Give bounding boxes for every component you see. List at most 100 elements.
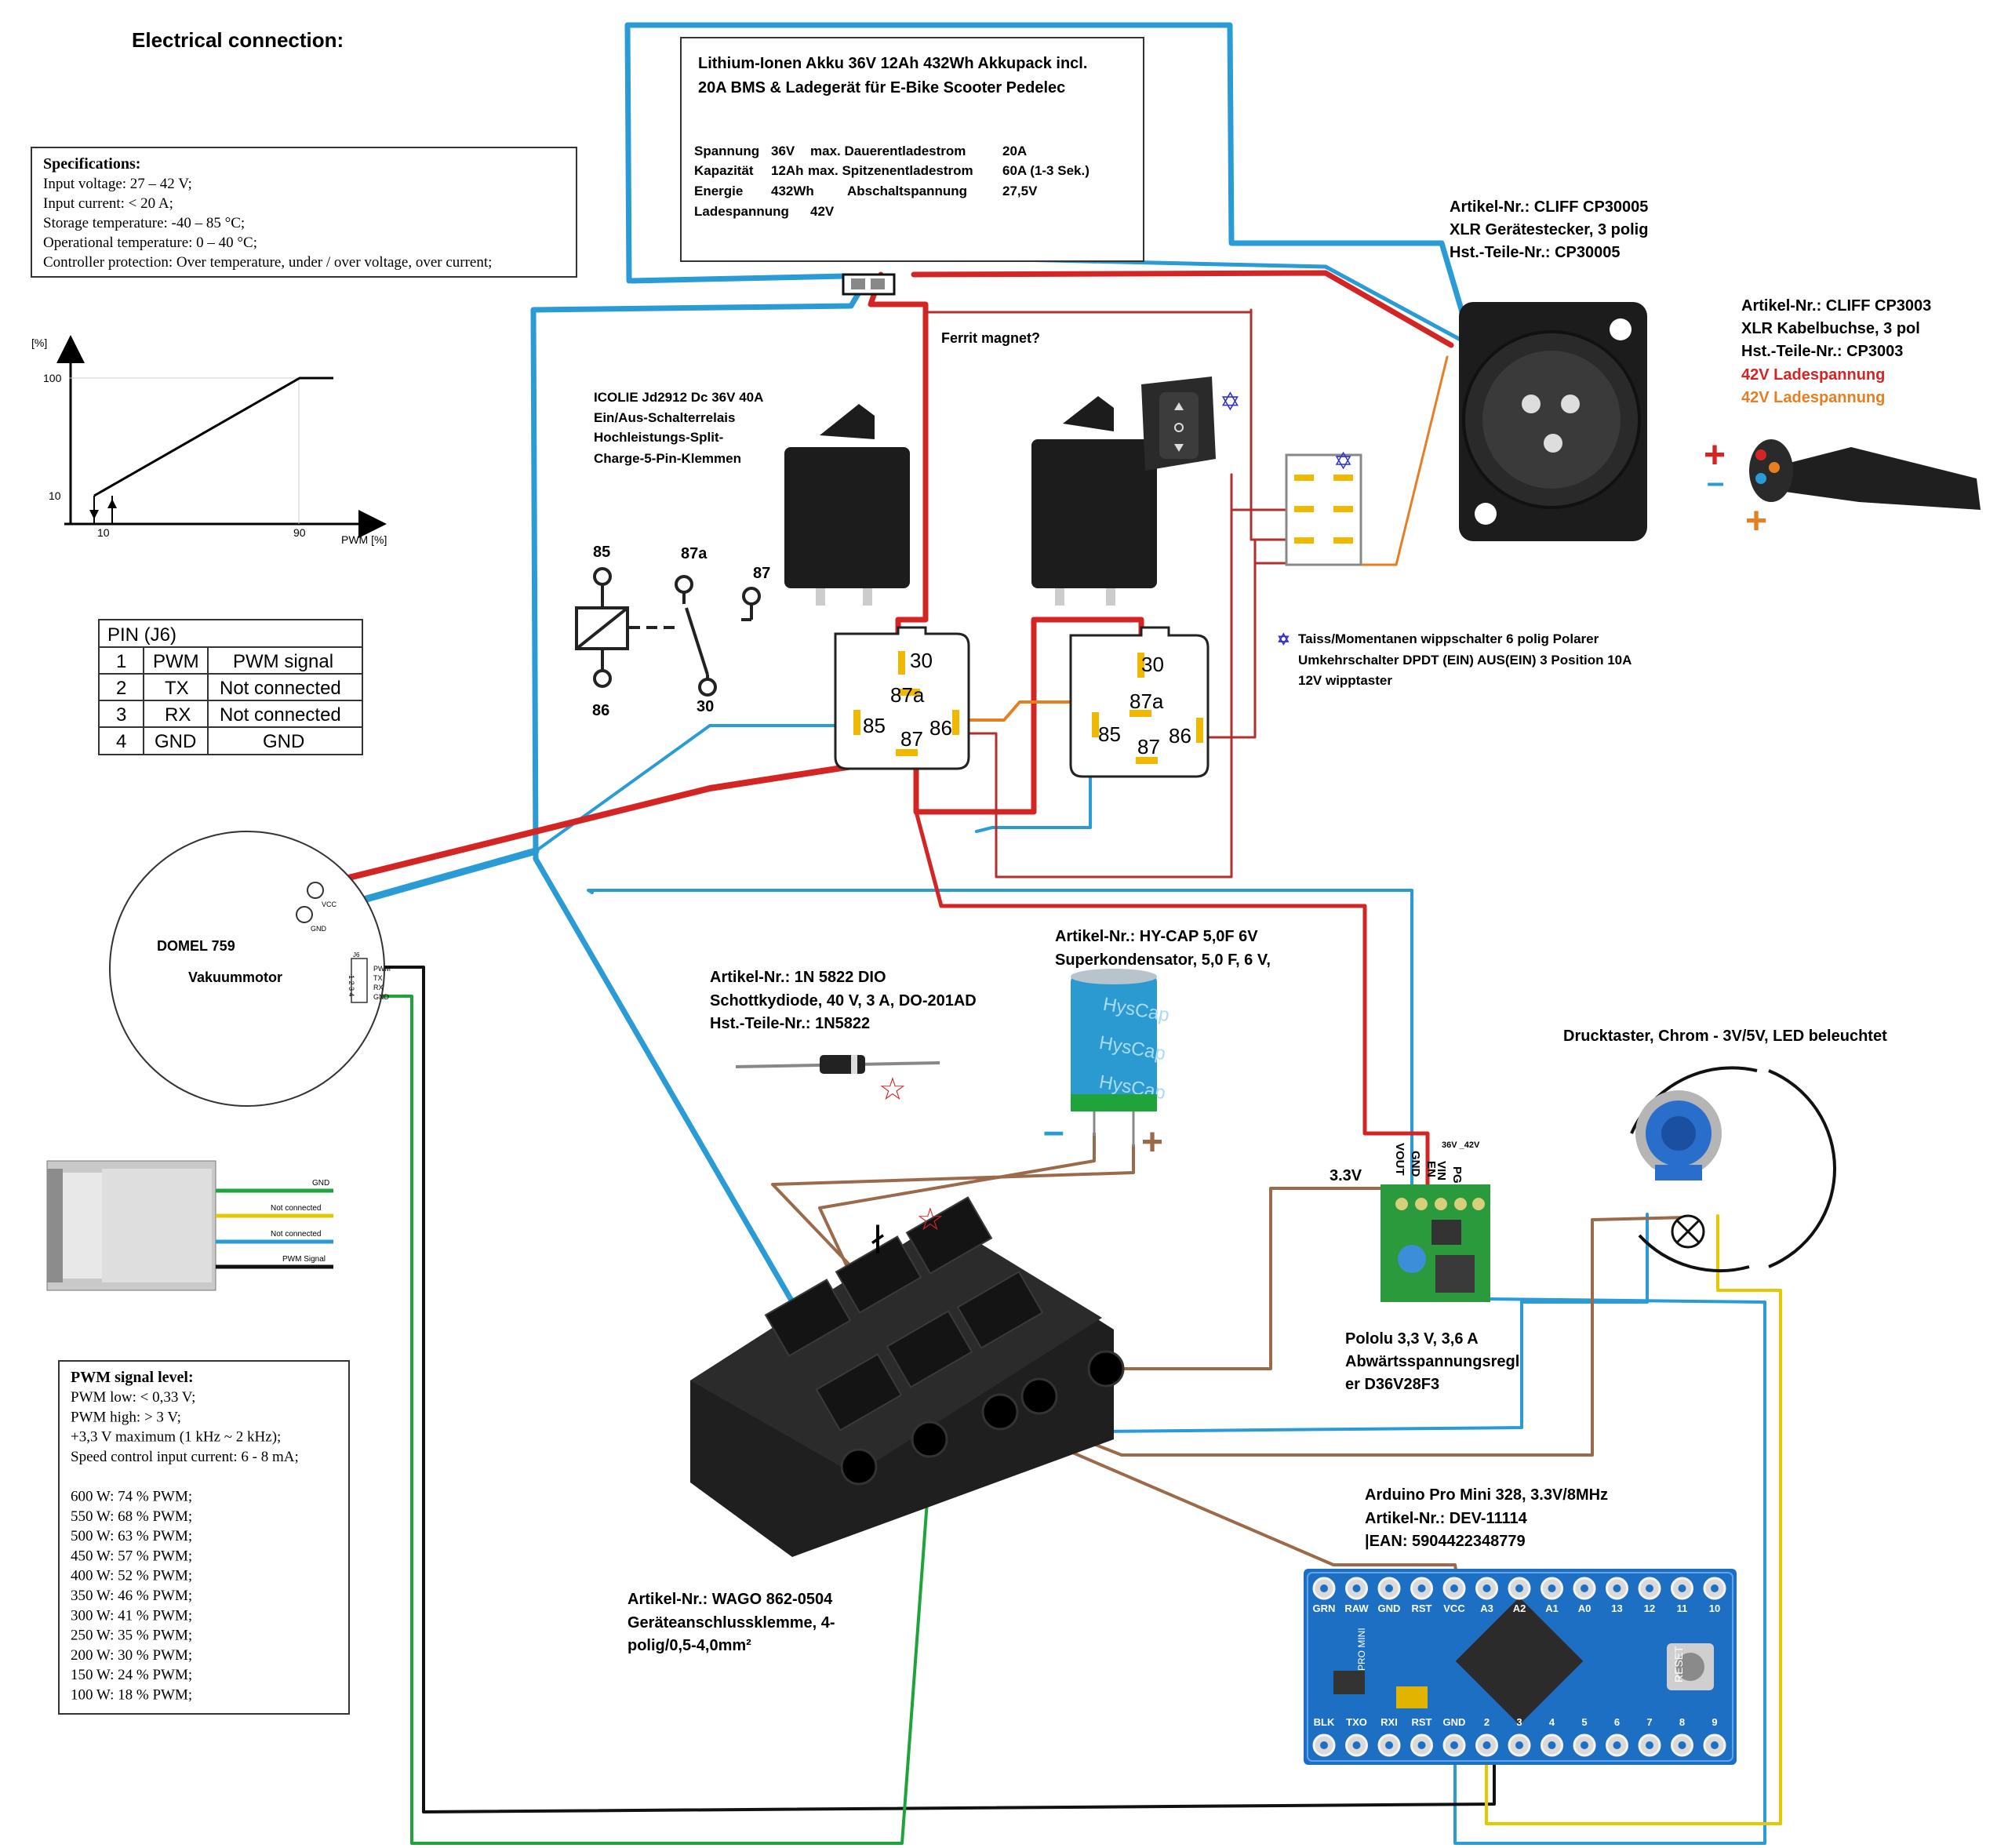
arduino-pin-label: 2 [1484,1716,1490,1728]
specs-line: Operational temperature: 0 – 40 °C; [43,235,257,251]
cable-label: GND [312,1179,329,1188]
arduino-pin-label: A3 [1480,1602,1493,1614]
arduino-pin-label: RXI [1380,1716,1398,1728]
arduino-pin-label: 4 [1549,1716,1555,1728]
arduino-pin-label: 10 [1709,1602,1720,1614]
battery-pack: Lithium-Ionen Akku 36V 12Ah 432Wh Akkupa… [680,37,1144,296]
pololu-vout-label: 3.3V [1330,1167,1362,1184]
specifications-box: Specifications: Input voltage: 27 – 42 V… [31,147,577,278]
xlr-socket-label: XLR Kabelbuchse, 3 pol [1741,320,1920,337]
svg-text:Abschaltspannung: Abschaltspannung [847,184,967,198]
svg-text:12Ah: 12Ah [771,163,804,178]
svg-text:|EAN: 5904422348779: |EAN: 5904422348779 [1365,1533,1526,1550]
svg-text:86: 86 [1169,724,1191,748]
rocker-switch: ✡ [1141,377,1241,471]
specs-heading: Specifications: [43,155,140,173]
supercap-minus: – [1043,1111,1064,1152]
svg-text:max. Dauerentladestrom: max. Dauerentladestrom [810,144,966,158]
pwm-signal-level-box: PWM signal level: PWM low: < 0,33 V;PWM … [58,1360,350,1715]
svg-text:ICOLIE Jd2912 Dc 36V 40A: ICOLIE Jd2912 Dc 36V 40A [594,390,763,405]
motor-gnd-label: GND [311,925,327,933]
svg-text:12V wipptaster: 12V wipptaster [1298,673,1392,688]
pololu-regulator: VOUT GND EN VIN PG 36V _42V 3.3V Pololu … [1330,1140,1519,1393]
pololu-pin-label: PG [1450,1166,1464,1184]
wire-red-to-motor [311,756,901,889]
svg-text:30: 30 [1141,653,1164,676]
relay-photo [1031,396,1157,606]
pwm-level-line: 300 W: 41 % PWM; [71,1607,192,1624]
motor-j6-pin-label: GND [373,993,390,1001]
push-button: Drucktaster, Chrom - 3V/5V, LED beleucht… [1563,1028,1887,1273]
wire-blue-xlr [911,255,1461,341]
svg-text:30: 30 [910,649,933,672]
arduino-pin-label: 12 [1644,1602,1655,1614]
page-title: Electrical connection: [132,28,344,52]
wire-green-gnd [379,995,935,1845]
xlr-socket-orange-label: 42V Ladespannung [1741,389,1885,406]
wire-red-battery-plus [868,271,929,637]
battery-connector[interactable] [842,273,896,296]
pwm-level-line: PWM low: < 0,33 V; [71,1389,195,1406]
svg-text:polig/0,5-4,0mm²: polig/0,5-4,0mm² [628,1637,751,1654]
relay-photo [784,404,910,606]
svg-text:2: 2 [116,678,126,699]
xlr-plug: Artikel-Nr.: CLIFF CP30005 XLR Geräteste… [1450,198,1648,541]
arduino-pin-label: 6 [1614,1716,1620,1728]
wire-blue-relay2 [975,728,1092,833]
svg-text:Not connected: Not connected [220,704,341,726]
pwm-level-line: 200 W: 30 % PWM; [71,1647,192,1664]
svg-text:3: 3 [116,704,126,726]
svg-text:Drucktaster, Chrom - 3V/5V, LE: Drucktaster, Chrom - 3V/5V, LED beleucht… [1563,1028,1887,1045]
pwm-curve-line [93,377,333,497]
pin-table-row: 2 TX Not connected [116,678,341,699]
wire-blue-relay1-85 [534,724,849,853]
svg-text:27,5V: 27,5V [1002,184,1038,198]
pwm-curve-x-tick: 10 [97,526,110,539]
pwm-level-line: 550 W: 68 % PWM; [71,1508,192,1525]
wire-darkred-switch-3 [949,473,1233,879]
rocker-star-icon: ✡ [1220,387,1241,416]
svg-text:85: 85 [593,544,610,561]
svg-text:20A: 20A [1002,144,1027,158]
motor-vcc-terminal[interactable] [307,882,324,899]
svg-text:Schottkydiode, 40 V, 3 A, DO-2: Schottkydiode, 40 V, 3 A, DO-201AD [710,992,977,1009]
switch-description: ✡ Taiss/Momentanen wippschalter 6 polig … [1277,631,1632,688]
svg-text:Not connected: Not connected [220,678,341,699]
svg-text:✡: ✡ [1277,631,1290,649]
cable-label: Not connected [271,1204,322,1213]
svg-text:Kapazität: Kapazität [694,163,754,178]
specs-line: Storage temperature: -40 – 85 °C; [43,215,245,231]
svg-text:GND: GND [155,731,196,752]
wago-terminal: Artikel-Nr.: WAGO 862-0504 Geräteanschlu… [628,1196,1125,1654]
relay-description: ICOLIE Jd2912 Dc 36V 40A Ein/Aus-Schalte… [594,390,763,466]
svg-text:Superkondensator, 5,0 F, 6 V,: Superkondensator, 5,0 F, 6 V, [1055,951,1271,969]
pwm-curve-chart: [%] PWM [%] 100 10 10 90 [31,335,387,546]
arduino-pin-label: RAW [1344,1602,1369,1614]
svg-text:Taiss/Momentanen wippschalter: Taiss/Momentanen wippschalter 6 polig Po… [1298,631,1599,646]
motor-name: DOMEL 759 [157,938,235,954]
svg-text:86: 86 [592,702,609,719]
wire-orange-xlr [1395,355,1449,566]
pwm-level-line: 100 W: 18 % PWM; [71,1687,192,1704]
relay-1-pinout: 30 87a 85 87 86 [834,626,970,770]
motor-j6-connector [351,958,368,1003]
pwm-level-heading: PWM signal level: [71,1369,194,1386]
svg-text:Hochleistungs-Split-: Hochleistungs-Split- [594,430,723,445]
xlr-plug-label: Hst.-Teile-Nr.: CP30005 [1450,244,1621,261]
svg-text:RX: RX [165,704,191,726]
pwm-level-line: 350 W: 46 % PWM; [71,1588,192,1604]
xlr-plug-label: Artikel-Nr.: CLIFF CP30005 [1450,198,1648,216]
svg-text:Artikel-Nr.: WAGO 862-0504: Artikel-Nr.: WAGO 862-0504 [628,1591,833,1608]
motor-gnd-terminal[interactable] [296,906,313,923]
pololu-vin-label: 36V _42V [1442,1140,1480,1150]
wire-orange-relay [949,700,1119,722]
pin-table-row: 3 RX Not connected [116,704,341,726]
cable-label: PWM Signal [282,1255,326,1264]
svg-text:PWM: PWM [153,651,199,672]
arduino-pin-label: 9 [1712,1716,1717,1728]
switch-star-icon: ✡ [1333,449,1353,475]
wire-brown-supercap [771,1144,1135,1276]
pin-table-header: PIN (J6) [107,624,176,646]
arduino-pin-label: A0 [1578,1602,1591,1614]
